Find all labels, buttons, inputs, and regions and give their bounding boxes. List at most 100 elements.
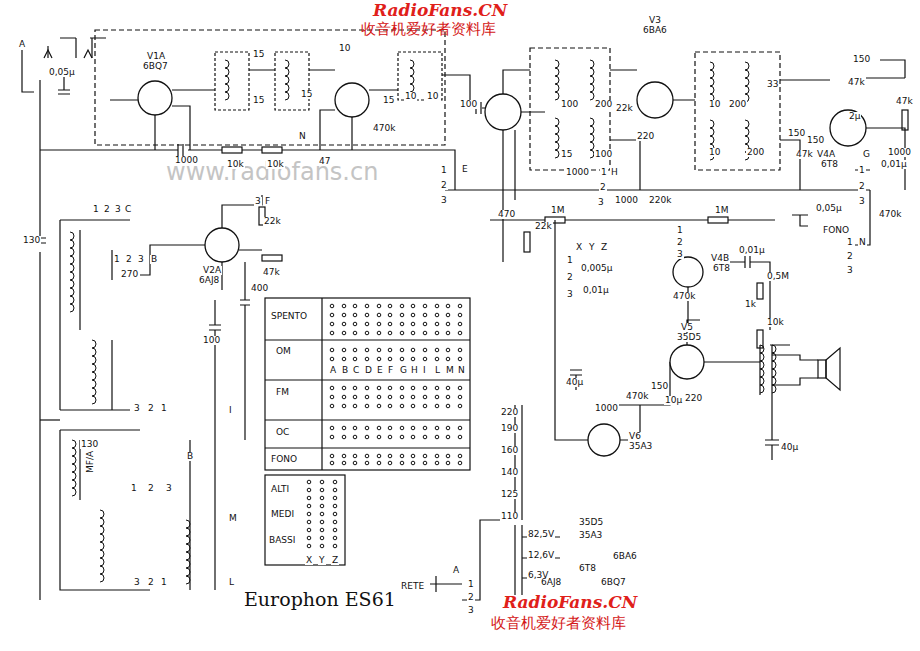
wire	[515, 405, 522, 595]
component-value: SPENTO	[270, 312, 308, 321]
switch-contact	[333, 536, 337, 540]
component-value: 1	[160, 578, 168, 587]
component-value: 15	[252, 96, 265, 105]
switch-contact	[388, 395, 392, 399]
switch-contact	[388, 357, 392, 361]
wire	[249, 70, 398, 150]
component-value: 150	[787, 129, 806, 138]
switch-contact	[400, 357, 404, 361]
coil-symbol	[72, 440, 76, 496]
component-outline	[222, 147, 242, 153]
component-value: 10μ	[664, 396, 683, 405]
switch-contact	[307, 504, 311, 508]
component-value: 10k	[226, 160, 245, 169]
switch-contact	[446, 331, 450, 335]
switch-contact	[330, 404, 334, 408]
component-value: 3	[133, 404, 141, 413]
component-value: 2	[858, 182, 866, 191]
switch-contact	[458, 386, 462, 390]
switch-contact	[411, 435, 415, 439]
switch-contact	[423, 461, 427, 465]
switch-contact	[435, 454, 439, 458]
switch-contact	[365, 454, 369, 458]
switch-contact	[320, 512, 324, 516]
component-value: 40μ	[780, 443, 799, 452]
switch-contact	[435, 426, 439, 430]
wire	[60, 38, 76, 58]
component-value: 0,05μ	[815, 204, 843, 213]
tube-designator: V5	[680, 323, 694, 332]
component-value: 47k	[262, 268, 281, 277]
switch-contact	[411, 426, 415, 430]
component-value: 100	[202, 336, 221, 345]
switch-contact	[377, 454, 381, 458]
component-value: 3	[254, 197, 262, 206]
component-value: X	[575, 243, 583, 252]
component-value: 1	[846, 238, 854, 247]
switch-contact	[353, 435, 357, 439]
wire	[826, 348, 840, 390]
switch-contact	[458, 313, 462, 317]
component-value: A	[452, 566, 460, 575]
tube-envelope	[830, 110, 866, 146]
switch-contact	[411, 404, 415, 408]
tube-designator: V4A	[816, 150, 836, 159]
switch-contact	[423, 357, 427, 361]
switch-contact	[377, 395, 381, 399]
switch-contact	[365, 461, 369, 465]
wire	[39, 80, 40, 600]
component-outline	[265, 475, 345, 565]
switch-contact	[320, 544, 324, 548]
switch-contact	[353, 426, 357, 430]
tube-envelope	[637, 82, 673, 118]
switch-contact	[377, 313, 381, 317]
component-value: 1	[92, 205, 100, 214]
component-value: 6AJ8	[540, 578, 562, 587]
component-value: 2	[440, 181, 448, 190]
switch-contact	[342, 357, 346, 361]
switch-contact	[342, 386, 346, 390]
switch-contact	[423, 395, 427, 399]
component-value: 2	[147, 404, 155, 413]
switch-contact	[330, 313, 334, 317]
component-outline	[95, 30, 445, 145]
switch-contact	[400, 461, 404, 465]
component-value: 6BQ7	[142, 62, 169, 71]
component-outline	[265, 298, 470, 470]
switch-contact	[400, 435, 404, 439]
coil-symbol	[555, 60, 559, 100]
switch-contact	[458, 331, 462, 335]
component-value: 200	[728, 100, 747, 109]
component-value: 3	[597, 198, 605, 207]
component-value: 6T8	[712, 264, 731, 273]
component-value: MEDI	[270, 510, 295, 519]
component-value: 1	[113, 255, 121, 264]
component-value: 3	[846, 266, 854, 275]
switch-contact	[307, 488, 311, 492]
component-value: Z	[331, 556, 339, 565]
switch-contact	[307, 512, 311, 516]
switch-contact	[333, 544, 337, 548]
wire	[60, 220, 130, 410]
switch-contact	[435, 304, 439, 308]
coil-symbol	[760, 345, 764, 393]
switch-contact	[388, 426, 392, 430]
component-value: 22k	[615, 104, 634, 113]
switch-contact	[435, 404, 439, 408]
switch-contact	[365, 348, 369, 352]
component-value: 47k	[847, 78, 866, 87]
wire	[445, 189, 870, 190]
component-value: C	[124, 205, 132, 214]
switch-contact	[333, 488, 337, 492]
switch-contact	[353, 461, 357, 465]
component-value: 150	[852, 55, 871, 64]
switch-contact	[446, 348, 450, 352]
switch-contact	[458, 395, 462, 399]
switch-contact	[320, 504, 324, 508]
coil-symbol	[225, 60, 229, 100]
switch-contact	[446, 395, 450, 399]
component-outline	[398, 52, 442, 100]
component-value: 470k	[672, 292, 696, 301]
coil-symbol	[100, 510, 104, 582]
